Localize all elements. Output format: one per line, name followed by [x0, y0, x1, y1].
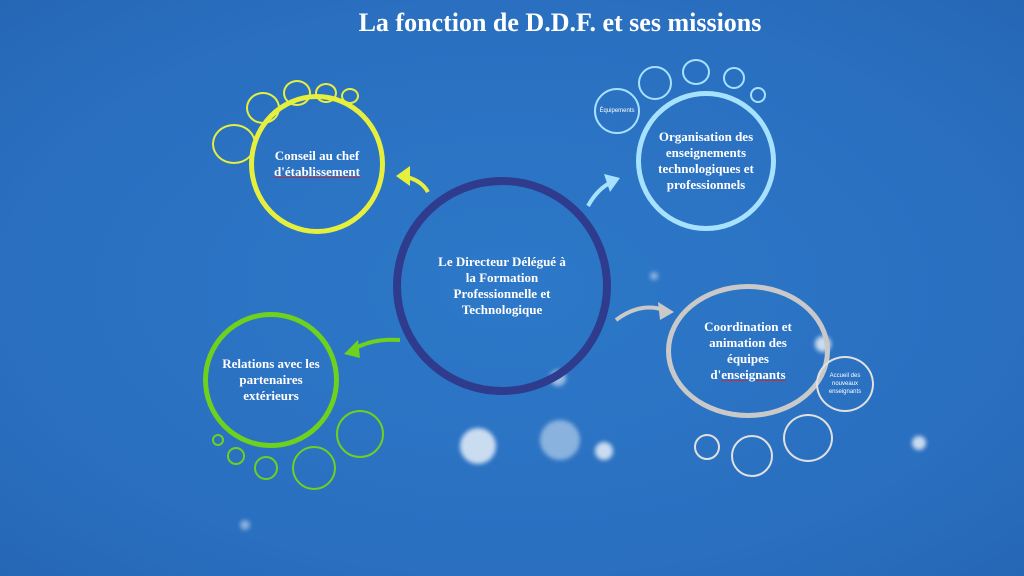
label-line: d'établissement [274, 164, 360, 179]
subtopic-circle[interactable] [336, 410, 384, 458]
subtopic-circle[interactable] [341, 88, 359, 104]
center-label: Le Directeur Délégué à la Formation Prof… [438, 254, 566, 317]
snow-flake [460, 428, 496, 464]
subtopic-circle[interactable] [283, 80, 311, 106]
snow-flake [240, 520, 250, 530]
topic-relations[interactable]: Relations avec les partenaires extérieur… [203, 312, 339, 448]
subtopic-circle[interactable] [731, 435, 773, 477]
subtopic-circle[interactable] [292, 446, 336, 490]
subtopic-circle[interactable] [227, 447, 245, 465]
subtopic-accueil[interactable]: Accueil des nouveaux enseignants [816, 356, 874, 412]
subtopic-circle[interactable] [783, 414, 833, 462]
subtopic-label: Accueil des nouveaux enseignants [828, 373, 862, 395]
center-circle[interactable]: Le Directeur Délégué à la Formation Prof… [393, 177, 611, 395]
subtopic-circle[interactable] [212, 434, 224, 446]
snow-flake [595, 442, 613, 460]
subtopic-circle[interactable] [638, 66, 672, 100]
subtopic-circle[interactable] [723, 67, 745, 89]
presentation-title: La fonction de D.D.F. et ses missions [358, 8, 762, 37]
subtopic-equipements[interactable]: Équipements [594, 88, 640, 134]
topic-organisation-label: Organisation des enseignements technolog… [658, 129, 754, 192]
label-text: enseignants [721, 367, 786, 382]
subtopic-circle[interactable] [212, 124, 256, 164]
topic-coordination-label: Coordination et animation des équipes d'… [688, 319, 808, 383]
subtopic-label: Équipements [599, 108, 635, 114]
topic-organisation[interactable]: Organisation des enseignements technolog… [636, 91, 776, 231]
snow-flake [650, 272, 658, 280]
label-line: Conseil au chef [274, 148, 360, 163]
subtopic-circle[interactable] [315, 83, 337, 103]
subtopic-circle[interactable] [254, 456, 278, 480]
label-text: Coordination et animation des équipes d' [704, 319, 792, 382]
snow-flake [540, 420, 580, 460]
snow-flake [912, 436, 926, 450]
topic-coordination[interactable]: Coordination et animation des équipes d'… [666, 284, 830, 418]
subtopic-circle[interactable] [246, 92, 280, 124]
subtopic-circle[interactable] [750, 87, 766, 103]
topic-relations-label: Relations avec les partenaires extérieur… [222, 356, 320, 403]
subtopic-circle[interactable] [682, 59, 710, 85]
subtopic-circle[interactable] [694, 434, 720, 460]
